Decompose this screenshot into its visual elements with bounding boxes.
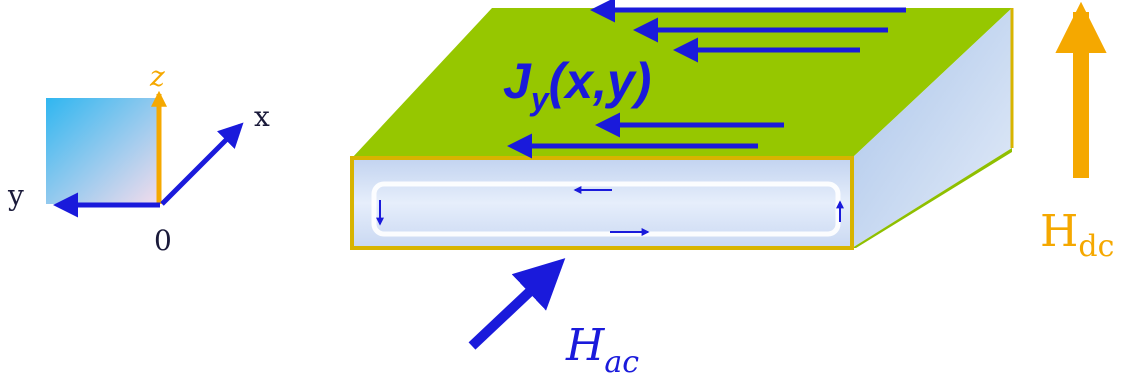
shielding-current-loop (371, 181, 841, 237)
ac-field-subscript: ac (604, 345, 639, 380)
current-arrows (507, 0, 906, 159)
slab-top-face (352, 8, 1012, 158)
slab-side-edge (852, 148, 1012, 248)
current-density-label: Jy(x,y) (503, 53, 651, 117)
ac-field-main: H (565, 320, 606, 371)
ac-field-label: Hac (565, 320, 639, 380)
current-density-main: J (503, 53, 532, 109)
coordinate-axes: z x y 0 (7, 60, 270, 257)
ac-field: Hac (468, 258, 639, 380)
current-density-args: (x,y) (549, 53, 652, 109)
dc-field-main: H (1040, 206, 1078, 257)
x-axis-label: x (254, 100, 270, 133)
superconducting-slab (350, 8, 1014, 250)
y-axis-label: y (7, 179, 24, 212)
dc-field: Hdc (1040, 1, 1114, 264)
current-density-subscript: y (529, 81, 551, 117)
dc-field-subscript: dc (1078, 229, 1114, 264)
axes-reference-cube (46, 98, 160, 204)
origin-label: 0 (154, 224, 172, 257)
z-axis-label: z (149, 60, 165, 93)
ac-field-arrow (468, 258, 566, 350)
slab-side-face (852, 8, 1012, 248)
dc-field-label: Hdc (1040, 206, 1114, 264)
x-axis-arrow (160, 122, 244, 206)
